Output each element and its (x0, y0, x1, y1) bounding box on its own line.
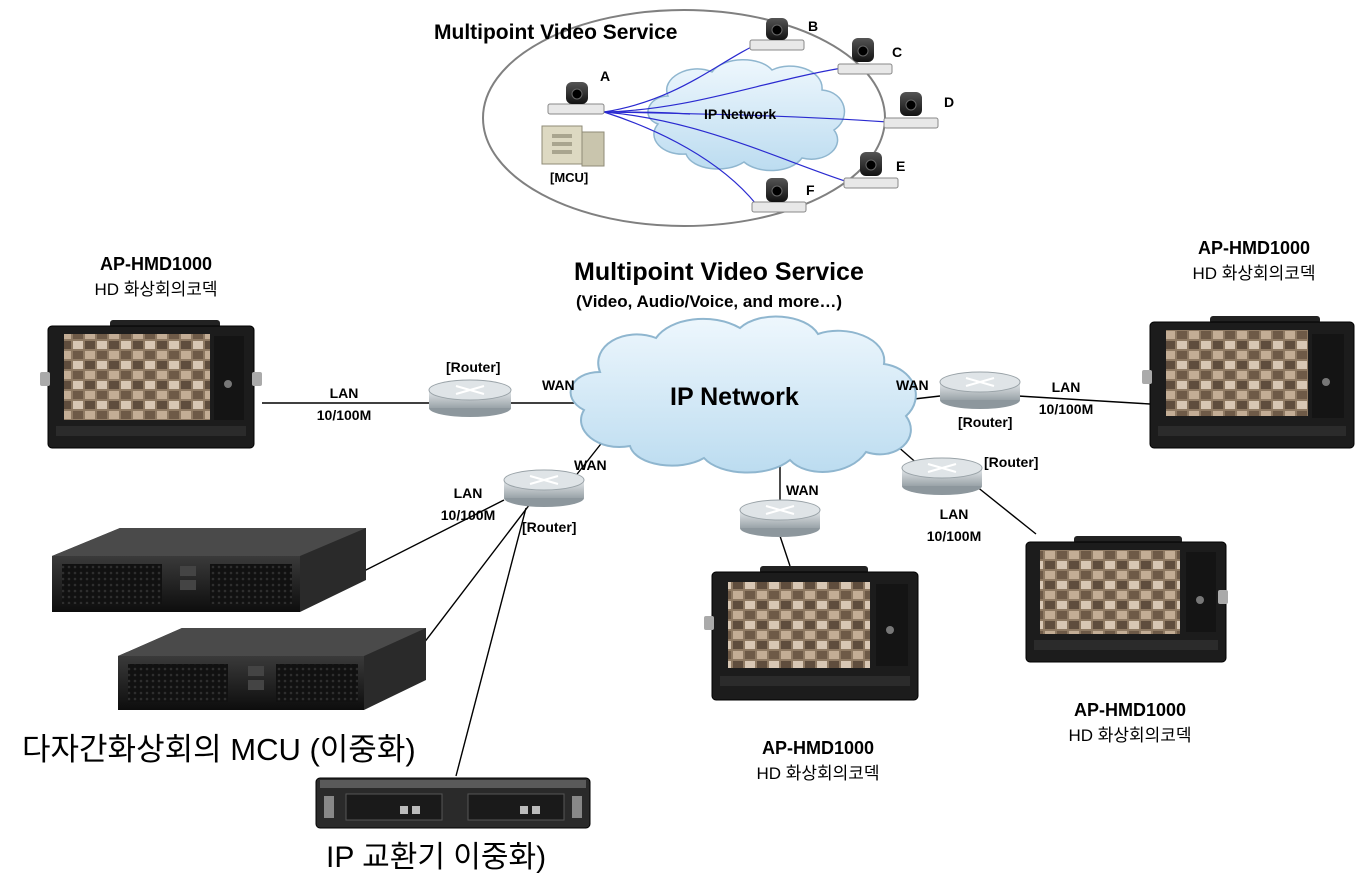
lan-lower-left-speed: 10/100M (440, 507, 496, 523)
codec-left-device (40, 320, 262, 449)
lan-right-name: LAN (1051, 379, 1081, 395)
wan-left-label: WAN (542, 377, 575, 393)
codec-center-device (704, 566, 919, 701)
router-lower-right-label: [Router] (984, 454, 1039, 470)
codec-left-model: AP-HMD1000 (99, 254, 213, 274)
router-right-icon (939, 371, 1021, 409)
main-subtitle: (Video, Audio/Voice, and more…) (576, 292, 843, 311)
router-lower-left-label: [Router] (522, 519, 577, 535)
router-right-label: [Router] (958, 414, 1013, 430)
mcu-server-top (52, 528, 366, 612)
lan-lower-right-name: LAN (939, 506, 969, 522)
lan-lower-left-name: LAN (453, 485, 483, 501)
inset-camera-b-icon (749, 18, 805, 51)
inset-endpoint-f-label: F (806, 182, 815, 198)
inset-endpoint-b-label: B (808, 18, 819, 34)
lan-left-speed: 10/100M (316, 407, 372, 423)
router-left-icon (428, 379, 512, 417)
lan-right-label: LAN 10/100M (1028, 376, 1104, 420)
codec-right-desc: HD 화상회의코덱 (1192, 264, 1316, 283)
codec-center-caption: AP-HMD1000 HD 화상회의코덱 (718, 738, 918, 784)
lan-left-name: LAN (329, 385, 359, 401)
router-lower-right-icon (901, 457, 983, 495)
mcu-caption: 다자간화상회의 MCU (이중화) (22, 732, 416, 767)
inset-network-label: IP Network (704, 106, 777, 122)
inset-title: Multipoint Video Service (434, 21, 678, 44)
codec-center-desc: HD 화상회의코덱 (756, 764, 880, 783)
inset-endpoint-d-label: D (944, 94, 955, 110)
inset-camera-e-icon (843, 152, 899, 189)
codec-right-caption: AP-HMD1000 HD 화상회의코덱 (1154, 238, 1354, 284)
codec-right-device (1142, 316, 1355, 449)
codec-lower-right-device (1025, 536, 1228, 663)
codec-left-caption: AP-HMD1000 HD 화상회의코덱 (56, 254, 256, 300)
codec-lower-right-caption: AP-HMD1000 HD 화상회의코덱 (1030, 700, 1230, 746)
inset-mcu-label: [MCU] (550, 170, 589, 185)
ip-pbx-caption: IP 교환기 이중화) (326, 841, 547, 874)
codec-left-desc: HD 화상회의코덱 (94, 280, 218, 299)
inset-links (603, 41, 889, 205)
main-title: Multipoint Video Service (574, 258, 864, 286)
lan-right-speed: 10/100M (1038, 401, 1094, 417)
codec-lower-right-model: AP-HMD1000 (1073, 700, 1187, 720)
router-lower-left-icon (503, 469, 585, 507)
inset-mcu-icon (541, 125, 605, 167)
lan-lower-left-label: LAN 10/100M (430, 482, 506, 526)
codec-center-model: AP-HMD1000 (761, 738, 875, 758)
codec-lower-right-desc: HD 화상회의코덱 (1068, 726, 1192, 745)
wan-bottom-label: WAN (786, 482, 819, 498)
inset-camera-f-icon (751, 178, 807, 213)
main-cloud-icon (569, 315, 917, 474)
lan-lower-right-speed: 10/100M (926, 528, 982, 544)
inset-camera-a-icon (547, 82, 605, 115)
main-network-label: IP Network (670, 383, 799, 411)
wan-right-label: WAN (896, 377, 929, 393)
lan-lower-right-label: LAN 10/100M (916, 503, 992, 547)
inset-camera-c-icon (837, 38, 893, 75)
inset-endpoint-c-label: C (892, 44, 903, 60)
router-bottom-icon (739, 499, 821, 537)
lan-left-label: LAN 10/100M (306, 382, 382, 426)
wan-lower-left-label: WAN (574, 457, 607, 473)
codec-right-model: AP-HMD1000 (1197, 238, 1311, 258)
inset-camera-d-icon (883, 92, 939, 129)
router-left-label: [Router] (446, 359, 501, 375)
inset-endpoint-e-label: E (896, 158, 906, 174)
ip-pbx-device (315, 777, 591, 829)
inset-endpoint-a-label: A (600, 68, 611, 84)
mcu-server-bottom (118, 628, 426, 710)
